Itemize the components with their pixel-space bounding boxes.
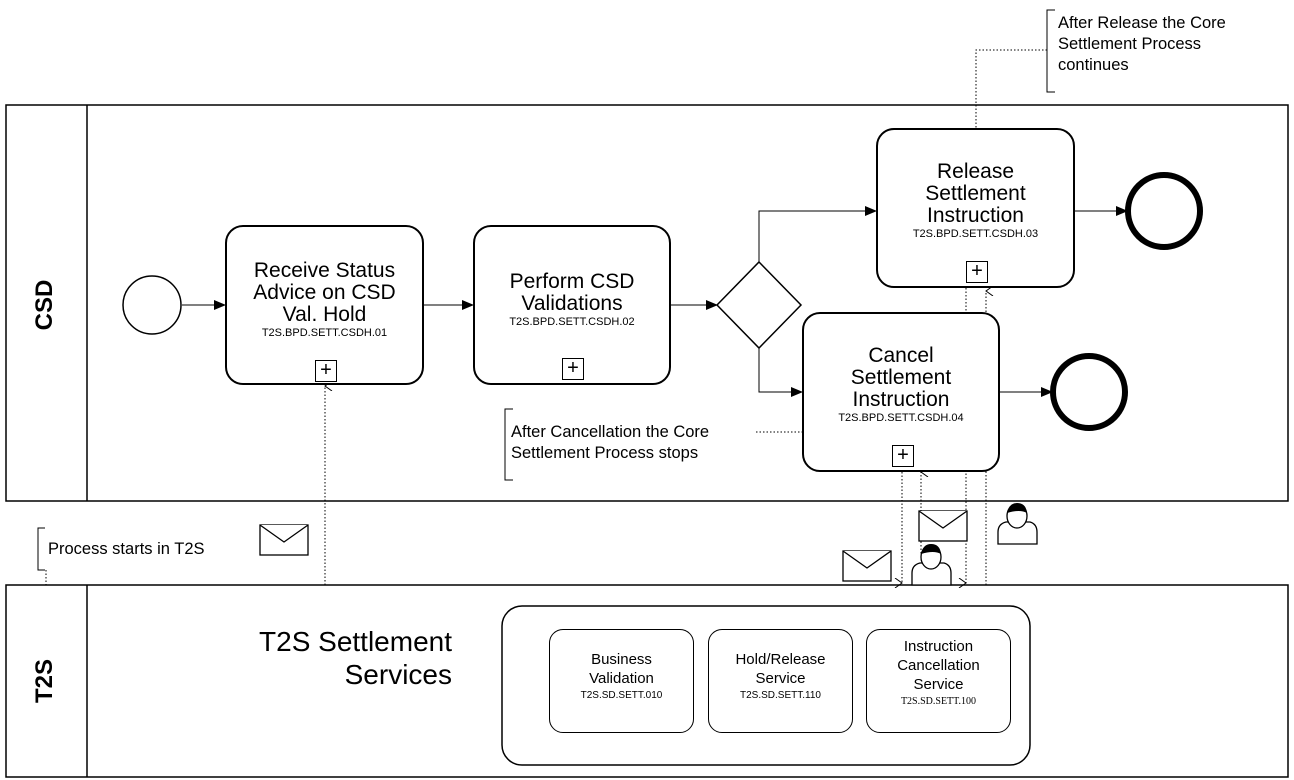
end-event-icon[interactable]	[1125, 172, 1203, 250]
annotation-cancel-stops: After Cancellation the Core Settlement P…	[511, 423, 710, 462]
annotation-brackets	[37, 9, 1055, 571]
service-instruction-cancellation[interactable]: Instruction Cancellation Service T2S.SD.…	[866, 629, 1011, 733]
expand-subprocess-icon[interactable]: +	[315, 360, 337, 382]
gateway-icon[interactable]	[715, 260, 803, 350]
service-id: T2S.SD.SETT.100	[900, 696, 977, 707]
service-business-validation[interactable]: Business Validation T2S.SD.SETT.010	[549, 629, 694, 733]
expand-subprocess-icon[interactable]: +	[562, 358, 584, 380]
annotation-release-continues: After Release the Core Settlement Proces…	[1058, 14, 1226, 74]
task-release-settlement-instruction[interactable]: Release Settlement Instruction T2S.BPD.S…	[876, 128, 1075, 288]
task-perform-csd-validations[interactable]: Perform CSD Validations T2S.BPD.SETT.CSD…	[473, 225, 671, 385]
user-icon	[997, 503, 1038, 545]
service-id: T2S.SD.SETT.010	[580, 690, 663, 701]
annotation-connectors	[45, 49, 1047, 585]
csd-pool	[5, 104, 1289, 502]
service-name: Hold/Release Service	[735, 651, 826, 687]
task-name: Release Settlement Instruction	[925, 160, 1026, 227]
service-hold-release[interactable]: Hold/Release Service T2S.SD.SETT.110	[708, 629, 853, 733]
task-name: Receive Status Advice on CSD Val. Hold	[253, 259, 396, 326]
task-name: Perform CSD Validations	[509, 270, 635, 315]
end-event-icon[interactable]	[1050, 353, 1128, 431]
task-id: T2S.BPD.SETT.CSDH.01	[261, 327, 388, 339]
service-name: Instruction Cancellation Service	[897, 638, 980, 693]
expand-subprocess-icon[interactable]: +	[892, 445, 914, 467]
task-id: T2S.BPD.SETT.CSDH.02	[509, 316, 635, 328]
service-name: Business Validation	[589, 651, 654, 687]
task-id: T2S.BPD.SETT.CSDH.03	[912, 228, 1039, 240]
lane-label-csd: CSD	[31, 279, 58, 331]
service-id: T2S.SD.SETT.110	[740, 690, 821, 701]
lane-label-t2s: T2S	[31, 659, 58, 704]
user-icon	[911, 544, 952, 586]
t2s-services-title: T2S Settlement Services	[259, 626, 452, 690]
task-id: T2S.BPD.SETT.CSDH.04	[838, 412, 964, 424]
envelope-icon	[842, 550, 892, 582]
annotation-process-start: Process starts in T2S	[48, 540, 205, 558]
task-cancel-settlement-instruction[interactable]: Cancel Settlement Instruction T2S.BPD.SE…	[802, 312, 1000, 472]
sequence-flows	[182, 206, 1128, 397]
t2s-pool	[5, 584, 1289, 778]
task-name: Cancel Settlement Instruction	[850, 344, 952, 411]
envelope-icon	[918, 510, 968, 542]
start-event-icon[interactable]	[122, 275, 182, 335]
envelope-icon	[259, 524, 309, 556]
expand-subprocess-icon[interactable]: +	[966, 261, 988, 283]
task-receive-status-advice[interactable]: Receive Status Advice on CSD Val. Hold T…	[225, 225, 424, 385]
